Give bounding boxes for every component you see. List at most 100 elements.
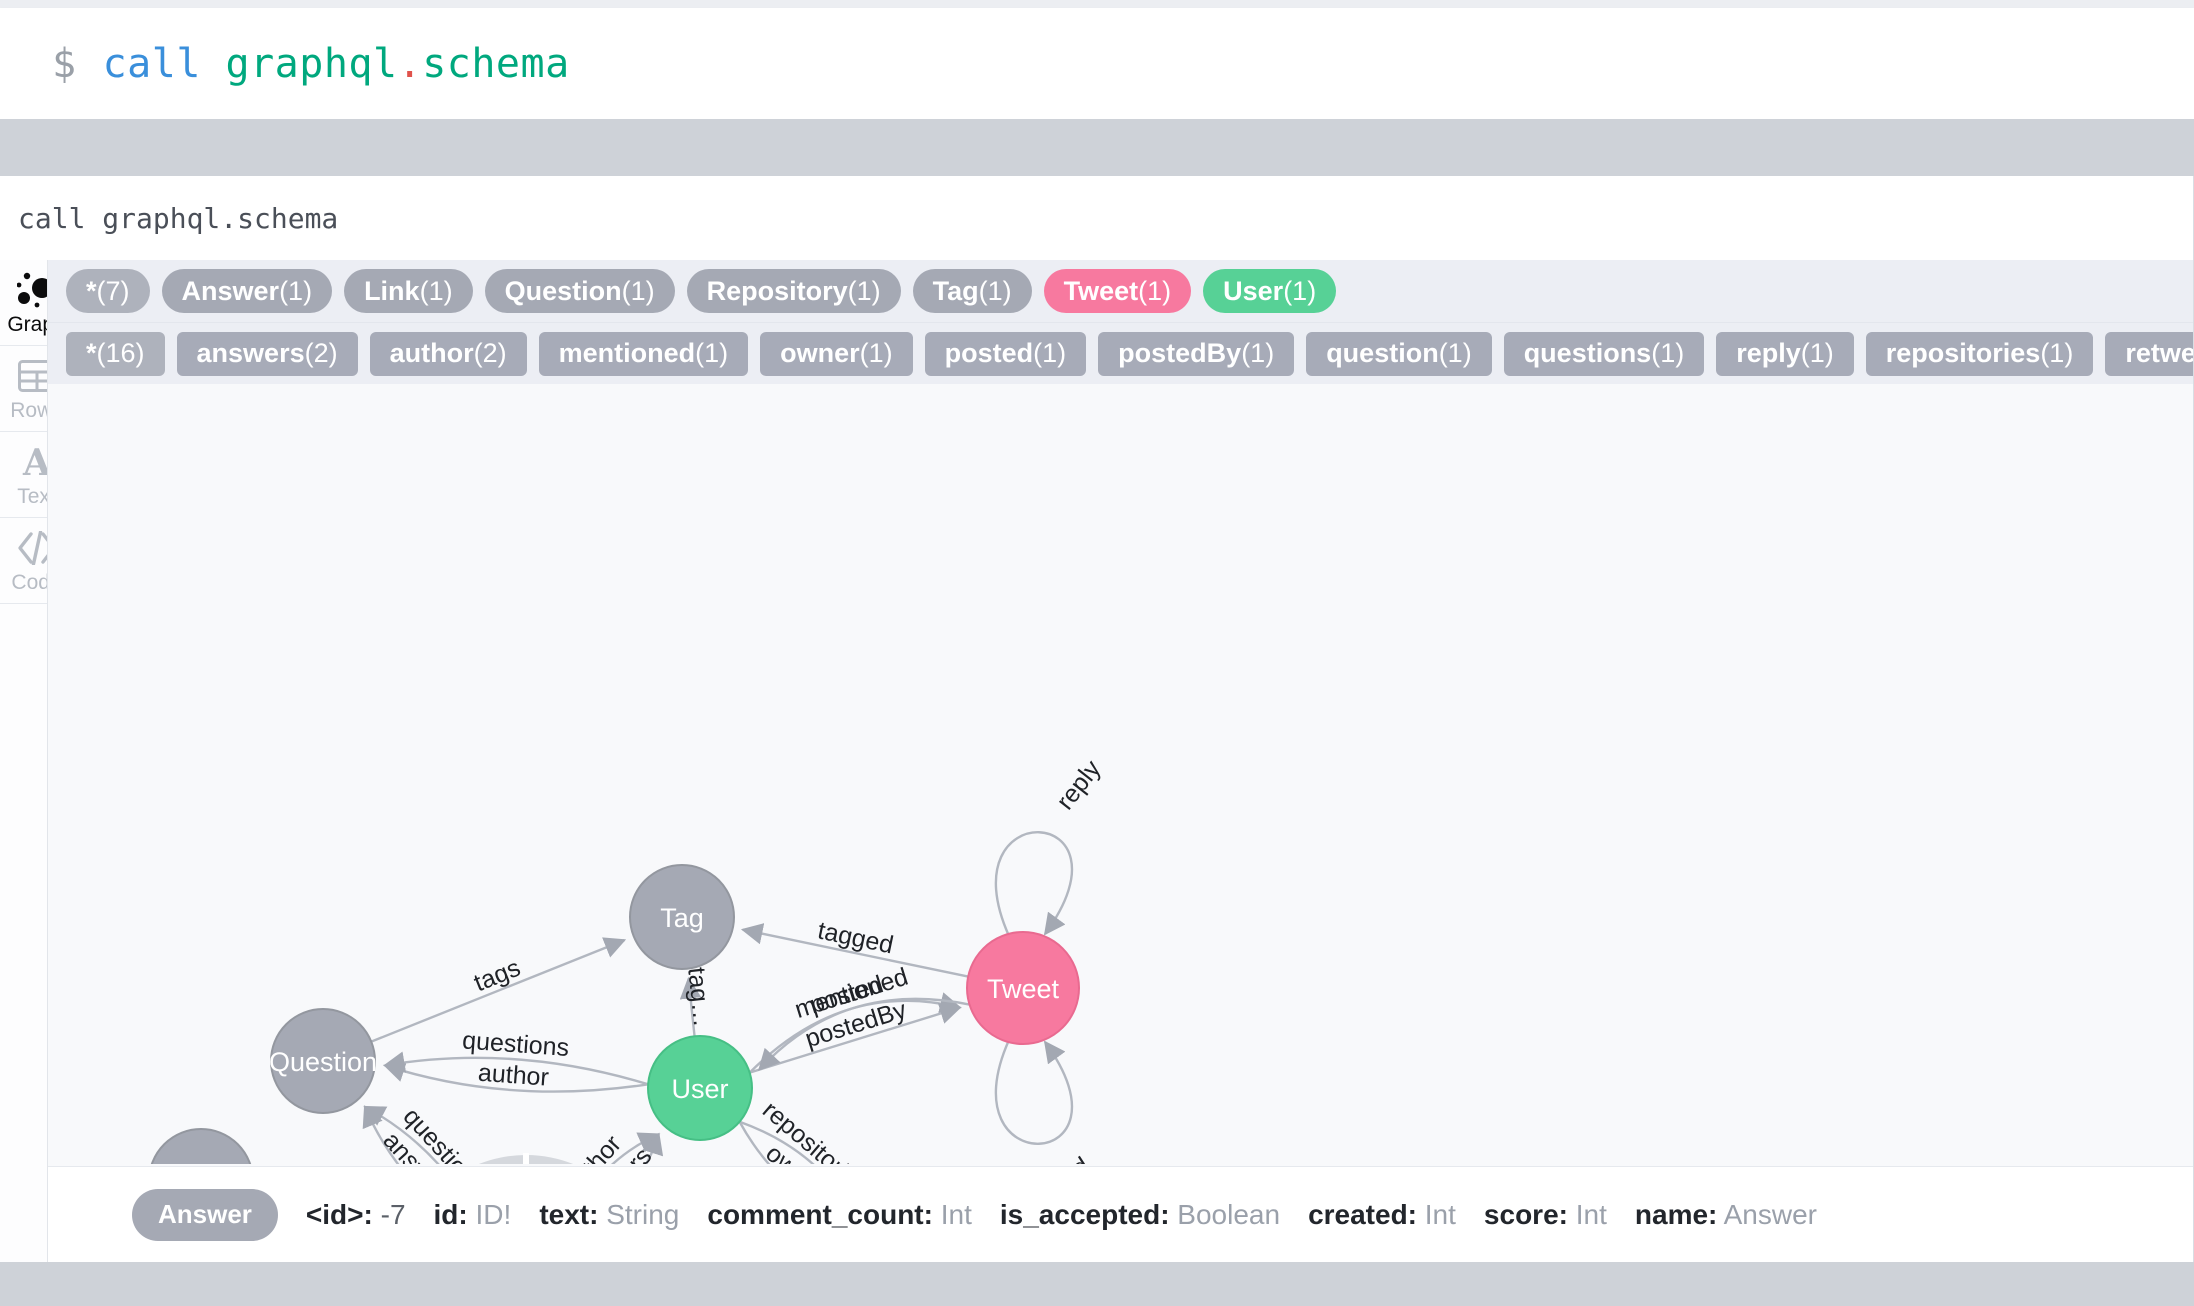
graph-edge[interactable]: tags (370, 937, 627, 1043)
edge-path (370, 937, 627, 1043)
edge-path (739, 1120, 815, 1164)
pill-label: questions (1523, 338, 1652, 368)
rel-legend-pill-answers[interactable]: answers(2) (176, 331, 358, 376)
node-legend-pill-link[interactable]: Link(1) (344, 269, 473, 313)
rel-legend-pill-reply[interactable]: reply(1) (1716, 331, 1854, 376)
query-editor-card[interactable]: $call graphql.schema (0, 8, 2194, 119)
node-caption: User (671, 1074, 728, 1104)
pill-count: (1) (419, 275, 453, 306)
graph-edge[interactable]: tag… (679, 966, 716, 1037)
rel-legend-pill-mentioned[interactable]: mentioned(1) (538, 331, 749, 376)
node-circle[interactable] (966, 931, 1080, 1045)
node-legend-pill-answer[interactable]: Answer(1) (161, 269, 333, 313)
sidebar-item-graph[interactable]: Graph (0, 260, 47, 346)
edge-path (642, 1132, 664, 1164)
rel-legend-pill-question[interactable]: question(1) (1306, 331, 1492, 376)
node-circle[interactable] (647, 1035, 753, 1141)
rel-legend-pill-all[interactable]: *(16) (66, 331, 165, 376)
node-legend-pill-tweet[interactable]: Tweet(1) (1043, 269, 1192, 313)
svg-text:A: A (22, 444, 48, 480)
pill-count: (1) (978, 275, 1012, 306)
graph-node-link[interactable]: Link (149, 1128, 253, 1164)
inspector-property: score: Int (1484, 1199, 1607, 1231)
edge-path (738, 1121, 771, 1164)
rel-legend-pill-author[interactable]: author(2) (369, 331, 527, 376)
edge-path (679, 976, 702, 1037)
graph-node-question[interactable]: Question (269, 1008, 377, 1114)
graph-edge[interactable]: tagged (740, 916, 969, 978)
property-value: Boolean (1169, 1198, 1281, 1230)
property-key: name: (1634, 1198, 1718, 1230)
prompt-symbol: $ (52, 40, 77, 87)
graph-edge[interactable]: author (383, 1059, 649, 1093)
node-legend-pill-all[interactable]: *(7) (66, 269, 150, 313)
sidebar-item-rows[interactable]: Rows (0, 346, 47, 432)
node-circle[interactable] (149, 1128, 253, 1164)
pill-label: owner (780, 338, 860, 368)
pill-label: answers (196, 338, 305, 368)
inspector-node-badge[interactable]: Answer (132, 1188, 278, 1241)
query-dot: . (397, 40, 423, 87)
rel-legend-pill-posted[interactable]: posted(1) (924, 331, 1087, 376)
node-caption: Tag (660, 903, 704, 933)
property-value: String (598, 1198, 680, 1230)
inspector-property: name: Answer (1635, 1199, 1817, 1231)
property-value: Int (1417, 1198, 1456, 1230)
node-legend-pill-question[interactable]: Question(1) (484, 269, 675, 313)
inspector-property: text: String (539, 1199, 679, 1231)
graph-svg[interactable]: tagstaggedtag…postedpostedBymentionedrep… (48, 384, 2193, 1164)
edge-label: retweeted (987, 1152, 1094, 1164)
node-legend-pill-tag[interactable]: Tag(1) (912, 269, 1032, 313)
edge-path (383, 1051, 649, 1086)
query-editor-line[interactable]: $call graphql.schema (0, 41, 570, 87)
property-key: comment_count: (707, 1198, 933, 1230)
pill-label: mentioned (558, 338, 696, 368)
node-circle[interactable] (270, 1008, 376, 1114)
graph-node-user[interactable]: User (647, 1035, 753, 1141)
pill-label: repositories (1885, 338, 2041, 368)
pill-count: (16) (96, 338, 145, 368)
node-circle[interactable] (629, 864, 735, 970)
rel-legend-pill-retweeted[interactable]: retweeted(1) (2105, 331, 2193, 376)
window-top-strip (0, 0, 2194, 8)
pill-count: (1) (847, 275, 881, 306)
frame-title: call graphql.schema (0, 176, 2193, 260)
text-a-icon: A (19, 441, 48, 483)
sidebar-item-graph-label: Graph (7, 312, 47, 336)
rel-legend-pill-owner[interactable]: owner(1) (760, 331, 913, 376)
graph-edge[interactable]: retweeted (987, 1039, 1094, 1164)
pill-count: (1) (2040, 338, 2074, 368)
pill-count: (1) (279, 275, 313, 306)
inspector-property: comment_count: Int (707, 1199, 972, 1231)
table-icon (17, 355, 47, 397)
graph-node-answer[interactable]: Answer (398, 1153, 654, 1164)
graph-edge[interactable]: reply (994, 755, 1107, 937)
pill-count: (1) (621, 275, 655, 306)
edge-path (362, 1105, 400, 1164)
inspector-property: id: ID! (434, 1199, 512, 1231)
inspector-property: created: Int (1308, 1199, 1456, 1231)
graph-edge[interactable]: questio… (363, 1103, 491, 1164)
graph-icon (16, 269, 47, 311)
graph-node-tag[interactable]: Tag (629, 864, 735, 970)
property-value: -7 (372, 1198, 406, 1230)
edge-label: reply (1051, 755, 1107, 815)
node-label-legend: *(7)Answer(1)Link(1)Question(1)Repositor… (48, 260, 2193, 322)
node-legend-pill-repository[interactable]: Repository(1) (686, 269, 901, 313)
query-procedure: schema (422, 40, 570, 87)
query-keyword: call (102, 40, 201, 87)
rel-legend-pill-postedby[interactable]: postedBy(1) (1098, 331, 1295, 376)
pill-count: (1) (859, 338, 893, 368)
node-legend-pill-user[interactable]: User(1) (1203, 269, 1337, 313)
pill-label: Answer (181, 275, 280, 306)
pill-count: (2) (304, 338, 338, 368)
rel-legend-pill-questions[interactable]: questions(1) (1503, 331, 1705, 376)
property-key: text: (539, 1198, 599, 1230)
sidebar-item-text[interactable]: A Text (0, 432, 47, 518)
graph-node-tweet[interactable]: Tweet (966, 931, 1080, 1045)
pill-label: Tag (932, 275, 979, 306)
sidebar-item-code[interactable]: Code (0, 518, 47, 604)
rel-legend-pill-repositories[interactable]: repositories(1) (1865, 331, 2094, 376)
